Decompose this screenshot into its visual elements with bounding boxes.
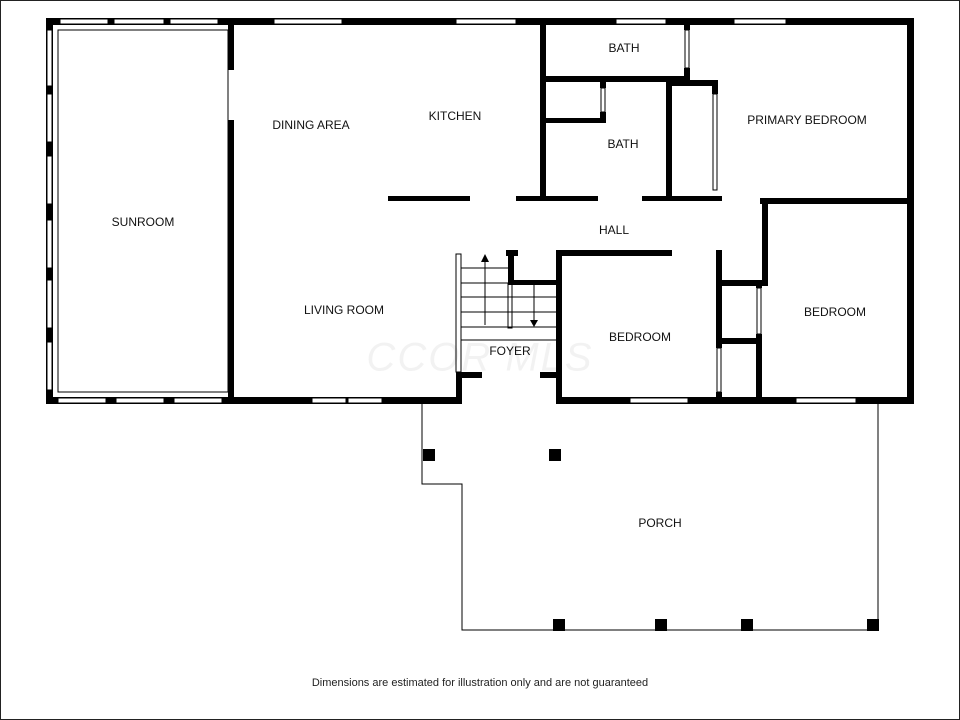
sunroom-inner-line	[57, 29, 229, 393]
stair-arrows	[481, 254, 538, 327]
room-label-bath-upper: BATH	[608, 41, 640, 55]
room-label-kitchen: KITCHEN	[428, 109, 482, 123]
room-label-bath-lower: BATH	[607, 137, 639, 151]
room-label-bedroom: BEDROOM	[608, 330, 672, 344]
disclaimer-footer: Dimensions are estimated for illustratio…	[311, 677, 649, 689]
room-label-dining: DINING AREA	[272, 118, 350, 132]
room-label-foyer: FOYER	[489, 344, 531, 358]
room-label-hall: HALL	[598, 223, 630, 237]
room-label-porch: PORCH	[638, 516, 682, 530]
room-label-bedroom-right: BEDROOM	[803, 305, 867, 319]
room-label-primary-bedroom: PRIMARY BEDROOM	[747, 113, 867, 127]
windows	[46, 18, 857, 404]
porch-outline	[421, 404, 879, 631]
room-label-living: LIVING ROOM	[303, 303, 385, 317]
staircase	[455, 253, 556, 373]
room-label-sunroom: SUNROOM	[111, 215, 175, 229]
watermark: CCOR MLS	[366, 335, 594, 380]
